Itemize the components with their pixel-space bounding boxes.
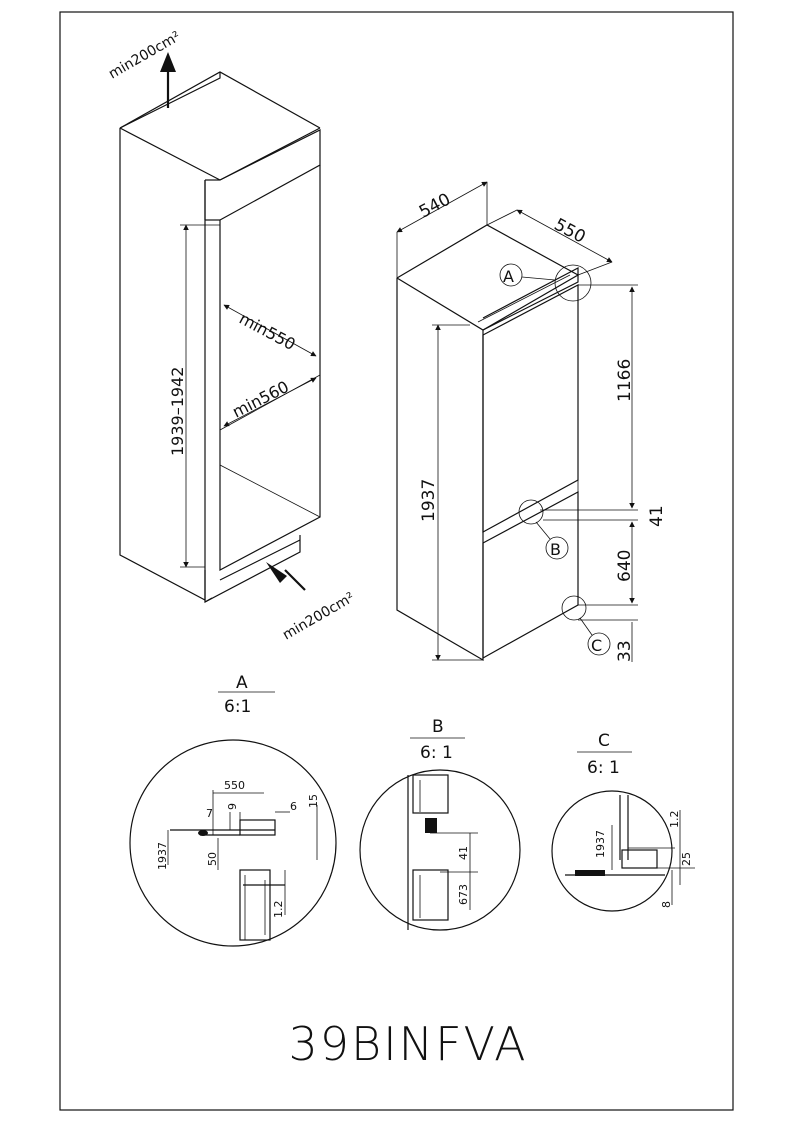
door-gap: 41 (647, 505, 667, 527)
niche-width: min560 (229, 377, 292, 421)
detail-a-dim-15: 15 (307, 794, 320, 808)
detail-a-title: A (236, 673, 248, 693)
detail-b-title: B (432, 717, 444, 737)
appliance-depth: 550 (551, 215, 589, 248)
appliance-height: 1937 (419, 479, 439, 522)
detail-c-dim-1-2: 1.2 (668, 811, 681, 829)
marker-c: C (591, 636, 602, 655)
appliance-width: 540 (416, 190, 454, 223)
detail-a-dim-7: 7 (206, 807, 213, 820)
marker-a: A (503, 267, 514, 286)
niche-vent-bottom: min200cm² (280, 590, 357, 644)
niche-height: 1939–1942 (168, 367, 187, 456)
detail-c-dim-8: 8 (660, 901, 673, 908)
lower-door-height: 640 (615, 550, 635, 582)
detail-a-dim-6: 6 (290, 800, 297, 813)
model-name: 39BINFVA (288, 1017, 527, 1071)
base-height: 33 (615, 640, 635, 662)
niche-drawing: min200cm² min200cm² 1939–1942 min550 min… (106, 29, 357, 644)
detail-b: B 6: 1 41 673 (359, 717, 521, 931)
detail-a: A 6:1 550 7 9 6 15 1937 50 1.2 (129, 673, 337, 947)
niche-vent-top: min200cm² (106, 29, 183, 83)
detail-c-dim-25: 25 (680, 852, 693, 866)
niche-depth: min550 (236, 309, 299, 354)
detail-b-dim-673: 673 (457, 884, 470, 905)
detail-c-title: C (598, 731, 610, 751)
detail-a-dim-550: 550 (224, 779, 245, 792)
detail-c: C 6: 1 1937 1.2 25 8 (551, 731, 695, 912)
detail-b-scale: 6: 1 (420, 743, 453, 763)
detail-a-dim-50: 50 (206, 852, 219, 866)
appliance-drawing: 540 550 1937 1166 41 640 33 A B (396, 181, 667, 662)
marker-b: B (550, 540, 561, 559)
detail-a-dim-1937: 1937 (156, 842, 169, 870)
detail-b-dim-41: 41 (457, 846, 470, 860)
detail-a-dim-9: 9 (226, 803, 239, 810)
upper-door-height: 1166 (615, 359, 635, 402)
detail-c-scale: 6: 1 (587, 758, 620, 778)
detail-c-dim-1937: 1937 (594, 830, 607, 858)
detail-a-scale: 6:1 (224, 697, 251, 717)
detail-a-dim-1-2: 1.2 (272, 901, 285, 919)
drawing-frame (59, 11, 734, 1111)
